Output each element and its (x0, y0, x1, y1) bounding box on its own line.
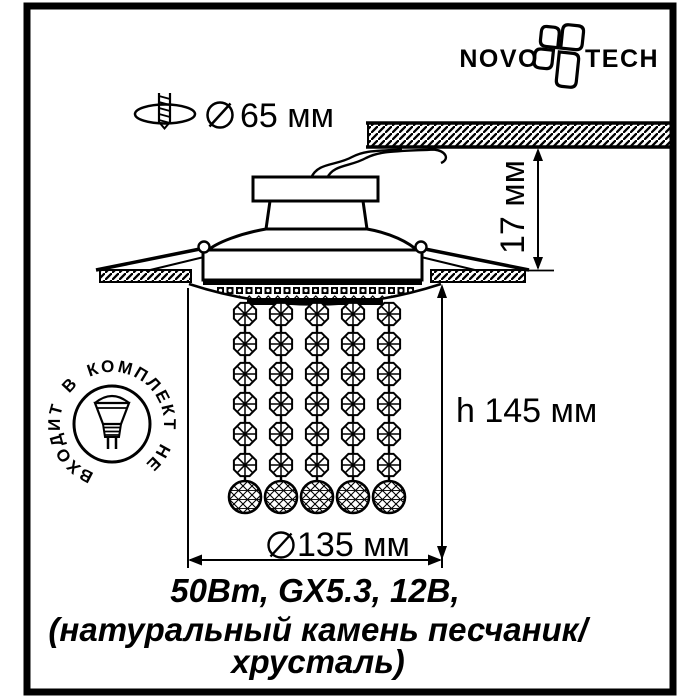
cutout-diameter-label: 65 мм (240, 97, 334, 135)
power-wire (309, 148, 448, 179)
recess-depth-dimension: 17 мм (494, 148, 543, 270)
hanging-height-dimension: h 145 мм (437, 284, 597, 568)
logo-word-left: NOVO (459, 45, 539, 73)
recess-depth-label: 17 мм (494, 160, 532, 254)
novotech-logo: NOVO TECH (459, 23, 659, 89)
junction-box (251, 175, 380, 203)
arrow-down-icon (533, 257, 543, 270)
screw-icon (133, 93, 197, 131)
spring-clip-right (414, 240, 428, 254)
arrow-up-icon (437, 284, 447, 298)
trim-ring (201, 248, 424, 282)
flower-icon (532, 23, 586, 89)
frame-border (23, 2, 677, 696)
arrow-right-icon (428, 554, 442, 566)
arrow-down-icon (437, 546, 447, 560)
diameter-icon (267, 531, 295, 559)
lamp-neck (264, 199, 369, 231)
cutout-diameter-callout: 65 мм (206, 97, 334, 135)
crystal-strand-layer (227, 301, 407, 515)
logo-word-right: TECH (585, 45, 659, 73)
trim-ring-lip (203, 279, 422, 285)
ceiling-panel (366, 121, 670, 149)
arrow-up-icon (533, 148, 543, 161)
diameter-icon (206, 101, 234, 129)
mr16-lamp-icon (93, 394, 131, 449)
arrow-left-icon (188, 554, 202, 566)
spec-line-2: (натуральный камень песчаник/ (48, 611, 591, 648)
mounting-wings (95, 247, 530, 272)
ceiling-section-right (430, 269, 526, 283)
ceiling-section-left (99, 269, 192, 283)
spec-line-1: 50Вт, GX5.3, 12В, (170, 572, 459, 609)
hanging-height-label: h 145 мм (456, 392, 597, 430)
shade-diameter-dimension: 135 мм (187, 288, 442, 568)
shade-diameter-label: 135 мм (297, 526, 410, 564)
lamp-not-included-stamp: ВХОДИТ В КОМПЛЕКТ НЕ (45, 357, 177, 487)
spec-line-3: хрусталь) (229, 643, 405, 680)
spring-clip-left (197, 240, 211, 254)
